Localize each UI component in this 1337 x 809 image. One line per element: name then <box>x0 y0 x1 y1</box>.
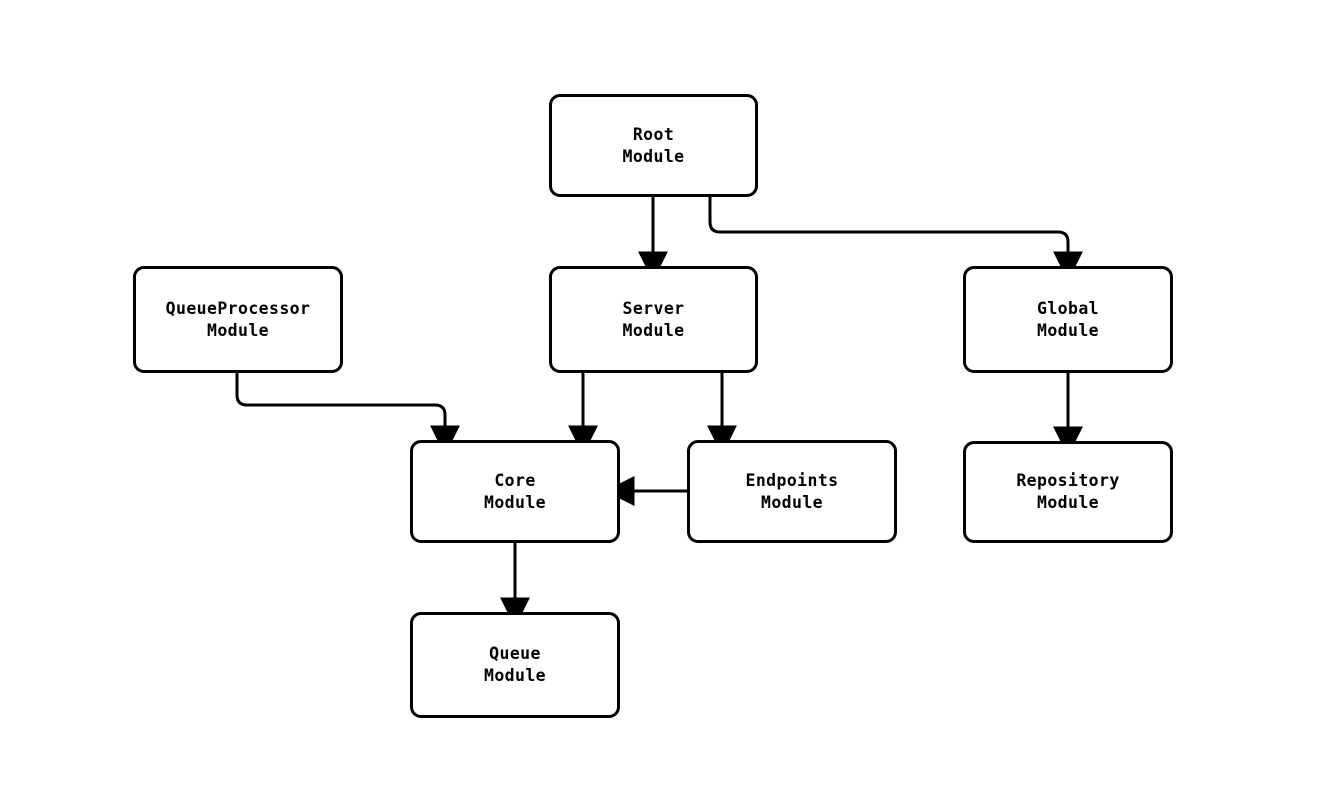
node-repository-line1: Repository <box>1016 471 1120 490</box>
node-root-line2: Module <box>622 146 685 166</box>
node-global[interactable]: Global Module <box>963 266 1173 373</box>
node-repository-line2: Module <box>1036 493 1099 512</box>
node-queueprocessor-line2: Module <box>206 320 269 340</box>
node-core[interactable]: Core Module <box>410 440 620 543</box>
node-endpoints[interactable]: Endpoints Module <box>687 440 897 543</box>
node-core-line1: Core <box>494 470 536 490</box>
node-endpoints-line1: Endpoints <box>745 470 839 490</box>
node-queue-line1: Queue <box>489 644 541 663</box>
node-queue[interactable]: Queue Module <box>410 612 620 718</box>
edge-queueprocessor-core <box>235 373 460 456</box>
edge-paths <box>235 197 1083 628</box>
node-global-line1: Global <box>1036 298 1099 318</box>
node-queue-line2: Module <box>483 666 546 685</box>
node-queueprocessor[interactable]: QueueProcessor Module <box>133 266 343 373</box>
node-endpoints-line2: Module <box>760 492 823 512</box>
node-queueprocessor-line1: QueueProcessor <box>165 298 311 318</box>
node-server-line1: Server <box>622 298 685 318</box>
edge-root-global <box>708 197 1083 282</box>
node-server[interactable]: Server Module <box>549 266 758 373</box>
node-core-line2: Module <box>483 492 546 512</box>
node-root-line1: Root <box>632 124 675 144</box>
node-repository[interactable]: Repository Module <box>963 441 1173 543</box>
node-global-line2: Module <box>1036 320 1099 340</box>
node-server-line2: Module <box>622 320 685 340</box>
node-root[interactable]: Root Module <box>549 94 758 197</box>
